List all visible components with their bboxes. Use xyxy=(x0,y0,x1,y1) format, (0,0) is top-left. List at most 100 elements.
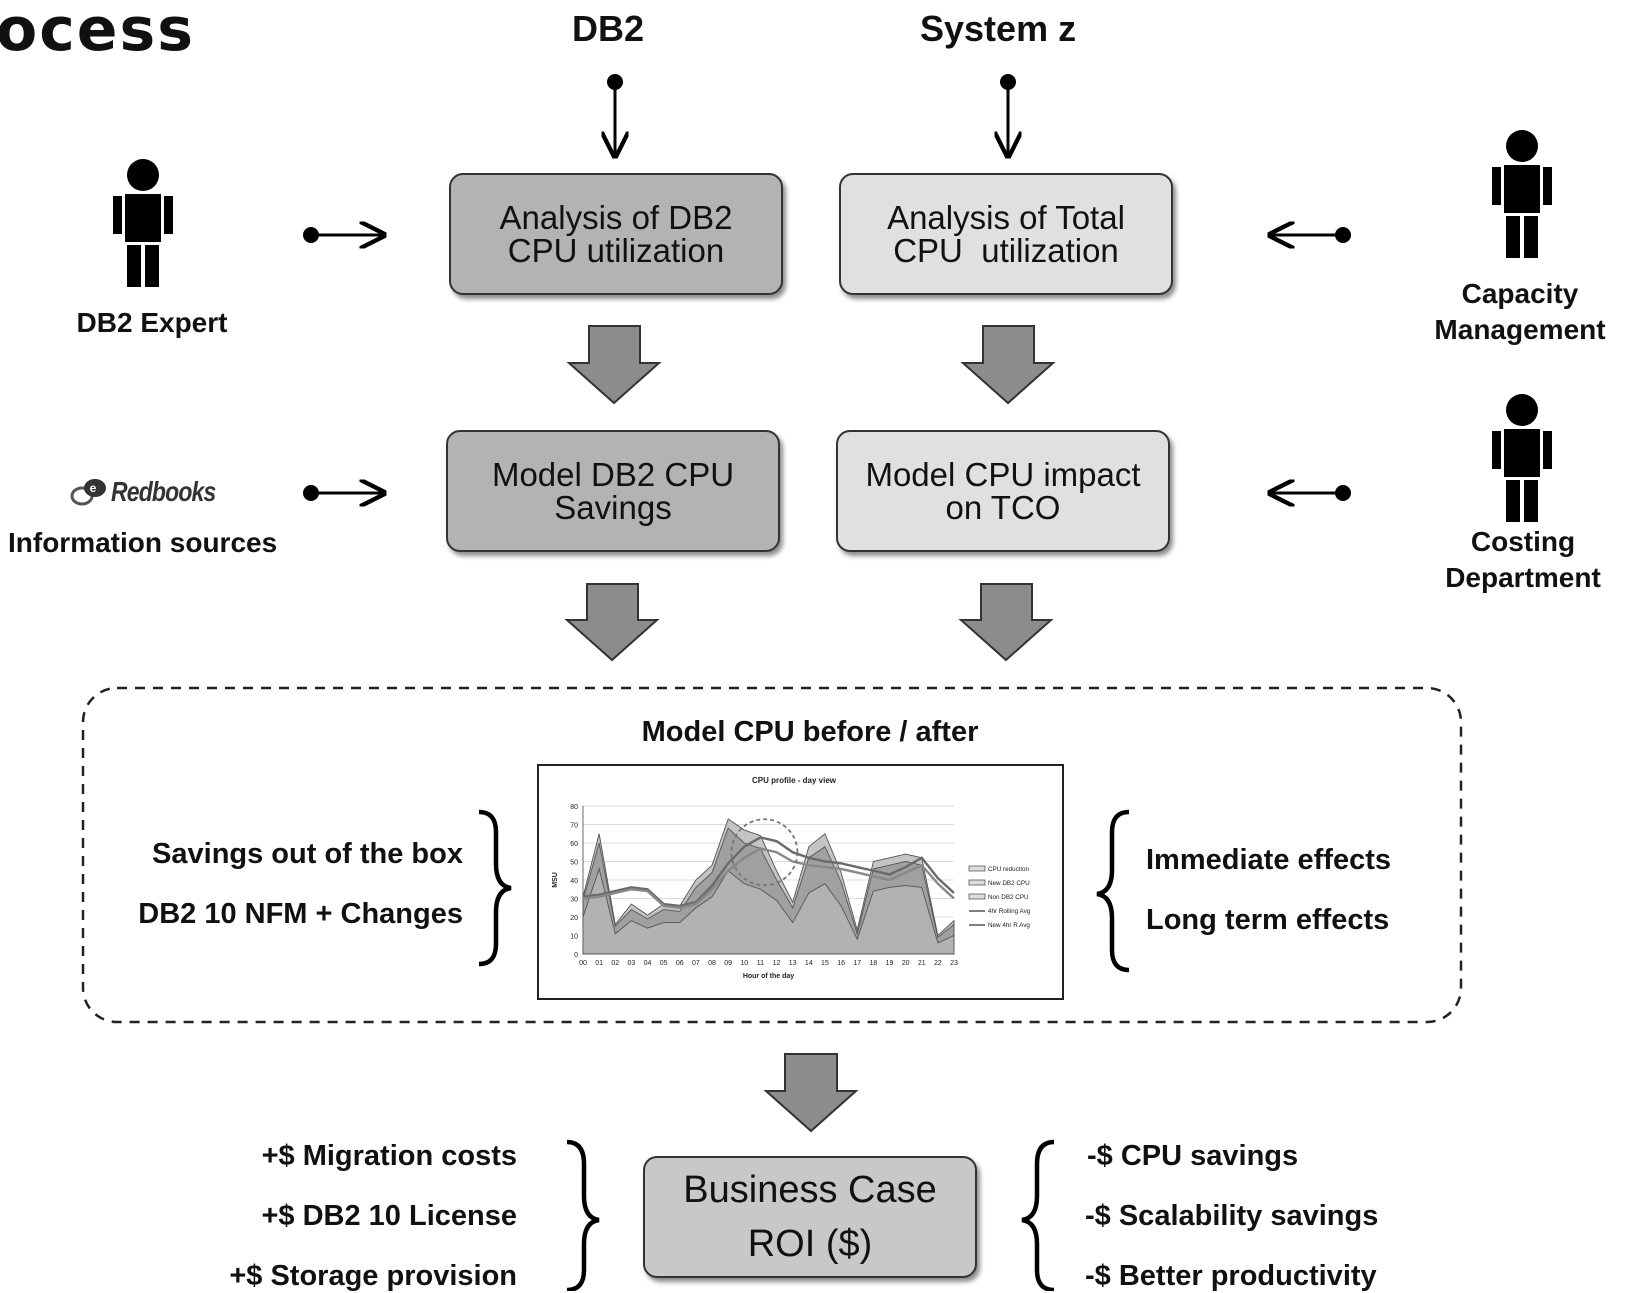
analysis-db2-line2: CPU utilization xyxy=(507,232,725,269)
systemz-source-label: System z xyxy=(920,8,1077,49)
chart-y-tick-label: 70 xyxy=(570,823,578,830)
chart-y-tick-label: 50 xyxy=(570,860,578,867)
capacity-management-person-icon xyxy=(1492,130,1552,258)
chart-legend-label: Non DB2 CPU xyxy=(988,894,1029,901)
costing-label-line1: Costing xyxy=(1470,526,1576,557)
information-sources-label: Information sources xyxy=(8,527,278,558)
block-arrow-chart-to-business-case xyxy=(763,1053,859,1133)
cost-license-label: +$ DB2 10 License xyxy=(261,1200,517,1232)
chart-x-tick-label: 01 xyxy=(595,960,603,967)
block-arrow-total-analysis-to-model xyxy=(960,325,1056,405)
cost-migration-label: +$ Migration costs xyxy=(261,1140,517,1172)
chart-legend-swatch xyxy=(968,879,986,886)
redbooks-logo-icon: e xyxy=(70,479,106,506)
chart-x-tick-label: 08 xyxy=(708,960,716,967)
page-title-fragment: ocess xyxy=(0,0,195,65)
model-tco-line2: on TCO xyxy=(945,489,1061,526)
chart-peak-highlight-circle xyxy=(730,818,799,887)
chart-x-tick-label: 02 xyxy=(611,960,619,967)
long-term-effects-label: Long term effects xyxy=(1146,904,1390,936)
connector-expert-to-analysis xyxy=(303,227,384,243)
chart-x-tick-label: 04 xyxy=(644,960,652,967)
connector-costing-to-model xyxy=(1270,485,1351,501)
chart-x-tick-label: 11 xyxy=(757,960,764,967)
analysis-db2-line1: Analysis of DB2 xyxy=(499,199,733,236)
chart-x-tick-label: 09 xyxy=(724,960,732,967)
chart-y-tick-label: 60 xyxy=(570,841,578,848)
analysis-total-cpu-box: Analysis of Total CPU utilization xyxy=(839,173,1173,295)
chart-line-4hr-rolling-avg xyxy=(582,836,955,908)
chart-y-tick-label: 0 xyxy=(574,952,578,959)
chart-y-tick-label: 10 xyxy=(570,934,578,941)
connector-sources-to-model xyxy=(303,485,384,501)
model-section-title: Model CPU before / after xyxy=(641,716,979,748)
chart-line-new-4hr-r-avg xyxy=(582,847,955,909)
db2-10-nfm-changes-label: DB2 10 NFM + Changes xyxy=(138,898,463,930)
savings-out-of-box-label: Savings out of the box xyxy=(152,838,463,870)
chart-y-tick-label: 80 xyxy=(570,804,578,811)
chart-x-tick-label: 17 xyxy=(853,960,861,967)
chart-x-tick-label: 06 xyxy=(676,960,684,967)
chart-y-tick-label: 30 xyxy=(570,897,578,904)
analysis-total-line2: CPU utilization xyxy=(893,232,1119,269)
analysis-db2-cpu-box: Analysis of DB2 CPU utilization xyxy=(449,173,783,295)
right-brace-savings xyxy=(1021,1139,1055,1291)
model-tco-line1: Model CPU impact xyxy=(865,456,1141,493)
chart-x-tick-label: 18 xyxy=(869,960,877,967)
chart-legend-swatch xyxy=(968,893,986,900)
chart-x-tick-label: 22 xyxy=(934,960,942,967)
chart-x-tick-label: 13 xyxy=(789,960,797,967)
chart-y-axis-label: MSU xyxy=(552,872,559,888)
immediate-effects-label: Immediate effects xyxy=(1146,844,1391,876)
right-brace-model xyxy=(1096,809,1130,973)
chart-legend-label: 4hr Rolling Avg xyxy=(988,908,1031,915)
business-case-line1: Business Case xyxy=(683,1169,937,1211)
model-db2-savings-box: Model DB2 CPU Savings xyxy=(446,430,780,552)
chart-x-tick-label: 20 xyxy=(902,960,910,967)
saving-cpu-label: -$ CPU savings xyxy=(1087,1140,1299,1172)
chart-x-tick-label: 03 xyxy=(627,960,635,967)
capacity-label-line2: Management xyxy=(1434,314,1606,345)
chart-legend-swatch xyxy=(968,865,986,872)
model-db2-line1: Model DB2 CPU xyxy=(491,456,735,493)
chart-x-tick-label: 12 xyxy=(773,960,781,967)
chart-title: CPU profile - day view xyxy=(752,776,837,785)
chart-y-tick-label: 40 xyxy=(570,878,578,885)
model-cpu-tco-box: Model CPU impact on TCO xyxy=(836,430,1170,552)
costing-label-line2: Department xyxy=(1445,562,1601,593)
db2-expert-label: DB2 Expert xyxy=(76,307,228,338)
chart-x-tick-label: 07 xyxy=(692,960,700,967)
saving-productivity-label: -$ Better productivity xyxy=(1085,1260,1377,1292)
left-brace-costs xyxy=(566,1139,600,1291)
costing-department-person-icon xyxy=(1492,394,1552,522)
chart-legend-label: New DB2 CPU xyxy=(988,880,1030,887)
chart-x-tick-label: 00 xyxy=(579,960,587,967)
chart-x-tick-label: 05 xyxy=(660,960,668,967)
connector-capacity-to-analysis xyxy=(1270,227,1351,243)
costing-department-label: Costing Department xyxy=(1413,524,1625,596)
cpu-profile-chart-svg: CPU profile - day view010203040506070800… xyxy=(552,776,1031,980)
block-arrow-db2-model-to-chart xyxy=(564,583,660,662)
chart-x-tick-label: 15 xyxy=(821,960,829,967)
chart-x-tick-label: 19 xyxy=(886,960,894,967)
chart-x-tick-label: 14 xyxy=(805,960,813,967)
block-arrow-tco-model-to-chart xyxy=(958,583,1054,662)
chart-x-tick-label: 10 xyxy=(740,960,748,967)
connector-systemz-to-analysis xyxy=(1000,74,1016,156)
db2-expert-person-icon xyxy=(113,159,173,287)
chart-y-tick-label: 20 xyxy=(570,915,578,922)
capacity-management-label: Capacity Management xyxy=(1410,276,1625,348)
left-brace-model xyxy=(478,809,512,967)
model-db2-line2: Savings xyxy=(554,489,672,526)
business-case-box: Business Case ROI ($) xyxy=(643,1156,977,1278)
svg-text:e: e xyxy=(90,481,97,495)
chart-x-tick-label: 23 xyxy=(950,960,958,967)
chart-x-axis-label: Hour of the day xyxy=(743,973,794,980)
chart-area-non-db2-cpu xyxy=(582,867,955,955)
business-case-line2: ROI ($) xyxy=(747,1223,873,1265)
chart-legend-label: New 4hr R Avg xyxy=(988,922,1030,929)
redbooks-logo-text: Redbooks xyxy=(111,476,216,507)
chart-x-tick-label: 16 xyxy=(837,960,845,967)
